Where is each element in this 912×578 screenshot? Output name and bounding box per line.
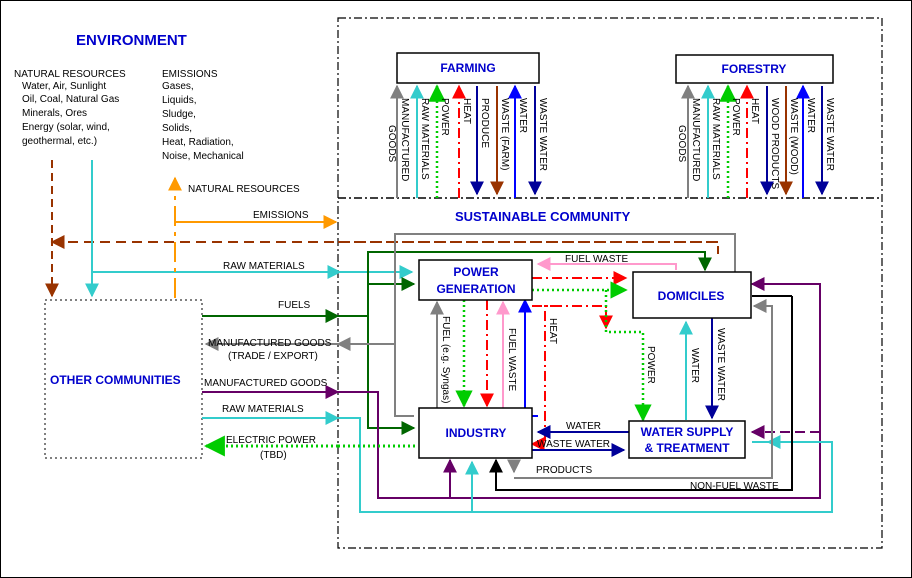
raw-materials-edge-label: RAW MATERIALS [223,261,305,272]
manufactured-goods-import-label: MANUFACTURED GOODS [204,378,328,389]
fuels-edge-label: FUELS [278,300,311,311]
fuel-waste-vertical-label: FUEL WASTE [506,328,517,391]
water-vertical-label: WATER [689,348,700,383]
other-communities-title: OTHER COMMUNITIES [50,373,181,387]
products-label: PRODUCTS [536,465,592,476]
power-generation-label-line2: GENERATION [436,282,515,296]
power-generation-label-line1: POWER [453,265,499,279]
domiciles-box[interactable] [632,271,752,319]
forestry-label: FORESTRY [722,62,787,76]
emissions-list: Gases, Liquids, Sludge, Solids, Heat, Ra… [162,81,244,162]
forestry-flow-labels: GOODS MANUFACTURED RAW MATERIALS POWER H… [676,98,835,189]
natural-resources-list: Water, Air, Sunlight Oil, Coal, Natural … [22,81,119,147]
forestry-box[interactable] [675,54,834,84]
waste-water-horizontal-label: WASTE WATER [537,439,610,450]
farming-flow-label: PRODUCE [479,98,490,148]
domiciles-label: DOMICILES [658,289,725,303]
farming-flows [390,84,542,198]
emissions-heading: EMISSIONS [162,69,218,80]
forestry-flow-label-word: GOODS [676,125,687,163]
non-fuel-waste-to-industry [489,296,793,491]
forestry-flow-label: HEAT [749,98,760,124]
natural-resource-line: Oil, Coal, Natural Gas [22,94,119,105]
grey-goods-loop [336,233,736,351]
farming-flow-label: MANUFACTURED [399,98,410,181]
fuels-to-industry [367,316,416,435]
natural-resources-heading: NATURAL RESOURCES [14,69,126,80]
forestry-flow-label: POWER [730,98,741,136]
community-region-boundary [337,17,883,549]
heat-to-industry [530,305,560,451]
farming-flow-labels: GOODS MANUFACTURED RAW MATERIALS POWER H… [386,98,548,181]
natural-resource-line: Minerals, Ores [22,108,87,119]
farming-flow-label: HEAT [461,98,472,124]
raw-materials-import-label: RAW MATERIALS [222,404,304,415]
fuel-waste-to-power [536,257,677,271]
fuels-to-domiciles [338,251,712,317]
fuel-waste-label: FUEL WASTE [565,254,628,265]
power-edge-label: POWER [645,346,656,384]
emission-line: Solids, [162,123,192,134]
forestry-flow-label: GOODS [676,125,687,163]
natural-resource-line: geothermal, etc.) [22,136,97,147]
electric-power-label: ELECTRIC POWER [226,435,316,446]
emission-line: Liquids, [162,95,196,106]
farming-flow-label: GOODS [386,125,397,163]
emission-line: Sludge, [162,109,196,120]
trade-export-label: (TRADE / EXPORT) [228,351,318,362]
farming-label: FARMING [440,61,495,75]
water-horizontal-label: WATER [566,421,601,432]
farming-flow-label: RAW MATERIALS [419,98,430,180]
forestry-flow-label: WASTE (WOOD) [788,98,799,175]
tbd-label: (TBD) [260,450,287,461]
purple-goods-to-industry [338,391,457,499]
forestry-flow-label: WOOD PRODUCTS [769,98,780,189]
cyan-raw-to-industry [338,417,479,513]
water-to-power [518,298,538,417]
farming-flow-label: WASTE (FARM) [499,98,510,170]
natural-resource-line: Water, Air, Sunlight [22,81,106,92]
waste-water-vertical-label: WASTE WATER [715,328,726,401]
farming-flow-label: WATER [517,98,528,133]
forestry-flow-label: WATER [805,98,816,133]
heat-to-water [532,305,613,330]
farming-flow-label: WASTE WATER [537,98,548,171]
natural-resource-line: Energy (solar, wind, [22,122,110,133]
forestry-flow-label: MANUFACTURED [690,98,701,181]
power-generation-box[interactable] [418,259,533,301]
emissions-edge-label: EMISSIONS [253,210,309,221]
forestry-flows [681,84,829,198]
non-fuel-waste-label: NON-FUEL WASTE [690,481,779,492]
water-supply-label-line1: WATER SUPPLY [641,425,734,439]
emission-line: Noise, Mechanical [162,151,244,162]
natural-resources-edge-label: NATURAL RESOURCES [188,184,300,195]
industry-box[interactable] [418,407,533,459]
farming-flow-label: POWER [439,98,450,136]
water-supply-label-line2: & TREATMENT [644,441,730,455]
manufactured-goods-export-label: MANUFACTURED GOODS [208,338,332,349]
industry-label: INDUSTRY [446,426,507,440]
fuel-syngas-label: FUEL (e.g. Syngas) [440,316,451,403]
farming-box[interactable] [396,52,540,84]
heat-edge-label: HEAT [547,318,558,344]
products-to-domiciles [514,299,773,479]
environment-title: ENVIRONMENT [76,32,187,49]
forestry-flow-label: RAW MATERIALS [710,98,721,180]
emission-line: Gases, [162,81,194,92]
grey-goods-from-industry [394,344,414,417]
purple-goods-to-domiciles [450,277,821,499]
farming-flow-label-word: GOODS [386,125,397,163]
brown-waste-collection [338,241,719,254]
emission-line: Heat, Radiation, [162,137,234,148]
sustainable-community-title: SUSTAINABLE COMMUNITY [455,209,631,224]
power-to-water [604,290,652,422]
other-communities-box [44,299,203,459]
water-supply-box[interactable] [628,420,746,459]
forestry-flow-label: WASTE WATER [824,98,835,171]
